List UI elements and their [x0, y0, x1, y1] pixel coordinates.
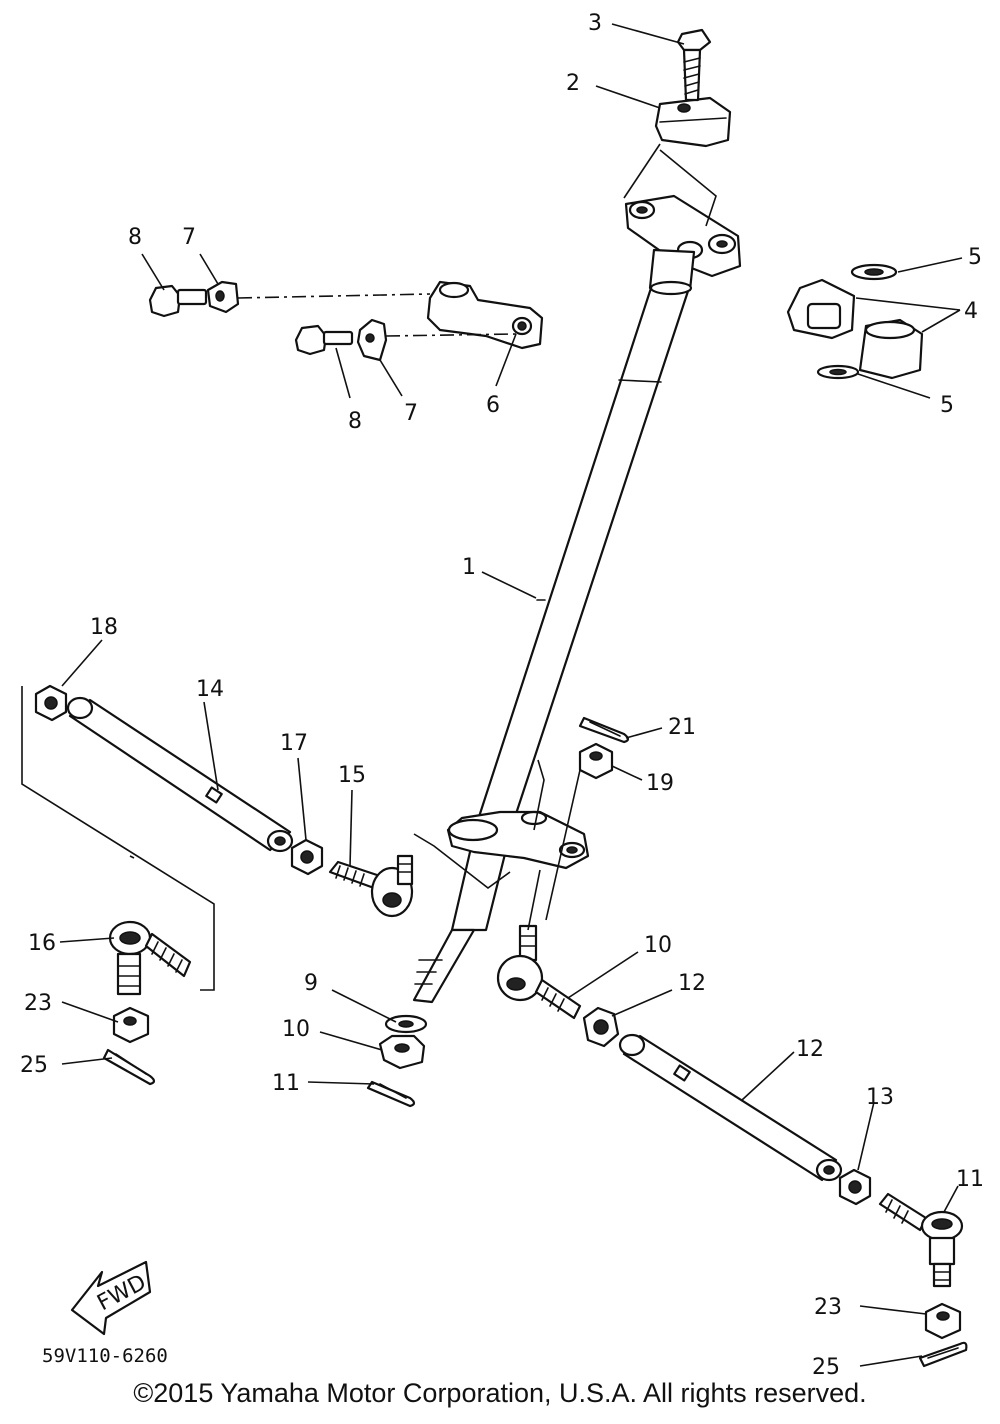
right-cotter-pin: [918, 1341, 968, 1368]
left-tie-rod-nut-inner: [290, 838, 324, 876]
callout-6: 6: [486, 393, 500, 418]
callout-16: 13: [866, 1085, 894, 1110]
left-tie-rod: [66, 696, 294, 853]
left-inner-tie-rod-end: [328, 854, 414, 918]
callout-25-right: 25: [812, 1355, 840, 1380]
holder-bolt: [676, 28, 712, 102]
callout-4: 4: [964, 299, 978, 324]
callout-7-upper: 7: [182, 225, 196, 250]
callout-12: 12: [796, 1037, 824, 1062]
callout-5-upper: 5: [968, 245, 982, 270]
callout-25-left: 25: [20, 1053, 48, 1078]
diagram-code: 59V110-6260: [42, 1345, 168, 1367]
lock-washer-lower: [356, 318, 388, 362]
callout-11: 11: [272, 1071, 300, 1096]
callout-17: 14: [196, 677, 224, 702]
right-outer-tie-rod-end: [878, 1192, 964, 1288]
callout-labels: 3 2 5 4 5 8 7 8 7 6 1 18 14 17 15 21 19 …: [20, 11, 984, 1380]
callout-5-lower: 5: [940, 393, 954, 418]
callout-1: 1: [462, 555, 476, 580]
right-castle-nut: [924, 1302, 962, 1340]
right-tie-rod-nut-outer: [838, 1168, 872, 1206]
arm-bolt-lower: [294, 324, 354, 356]
left-castle-nut: [112, 1006, 150, 1044]
callout-20: 17: [280, 731, 308, 756]
left-tie-rod-nut-outer: [34, 684, 68, 722]
lower-column-bracket: [446, 810, 590, 870]
washer-lower: [816, 364, 860, 380]
callout-3: 3: [588, 11, 602, 36]
callout-7-lower: 7: [404, 401, 418, 426]
callout-22: 19: [646, 771, 674, 796]
pitman-nut: [578, 742, 614, 780]
right-tie-rod-nut-inner: [582, 1006, 620, 1048]
copyright-notice: ©2015 Yamaha Motor Corporation, U.S.A. A…: [133, 1378, 867, 1408]
callout-9: 9: [304, 971, 318, 996]
washer-upper: [850, 263, 898, 281]
shaft-cotter-pin: [366, 1080, 416, 1108]
pitman-cotter-pin: [578, 716, 630, 744]
upper-column-bracket: [624, 194, 742, 296]
callout-14: 11: [956, 1167, 984, 1192]
right-inner-tie-rod-end: [496, 924, 582, 1020]
shaft-washer: [384, 1014, 428, 1034]
bushing-holder-halves: [786, 278, 924, 380]
shaft-castle-nut: [378, 1034, 426, 1070]
left-cotter-pin: [102, 1048, 156, 1086]
callout-18: 15: [338, 763, 366, 788]
left-outer-tie-rod-end: [108, 920, 192, 996]
callout-2: 2: [566, 71, 580, 96]
lock-washer-upper: [206, 280, 240, 314]
callout-15: 12: [678, 971, 706, 996]
fwd-arrow-icon: FWD: [70, 1260, 152, 1336]
callout-21: 18: [90, 615, 118, 640]
callout-13: 10: [644, 933, 672, 958]
callout-8-upper: 8: [128, 225, 142, 250]
callout-8-lower: 8: [348, 409, 362, 434]
steering-arm: [426, 280, 544, 350]
callout-23-right: 23: [814, 1295, 842, 1320]
callout-19: 16: [28, 931, 56, 956]
leader-lines: [59, 23, 963, 1367]
callout-10: 10: [282, 1017, 310, 1042]
arm-bolt-upper: [148, 284, 208, 318]
handlebar-holder: [654, 96, 732, 148]
callout-23-left: 23: [24, 991, 52, 1016]
right-tie-rod: [618, 1033, 843, 1182]
callout-24: 21: [668, 715, 696, 740]
